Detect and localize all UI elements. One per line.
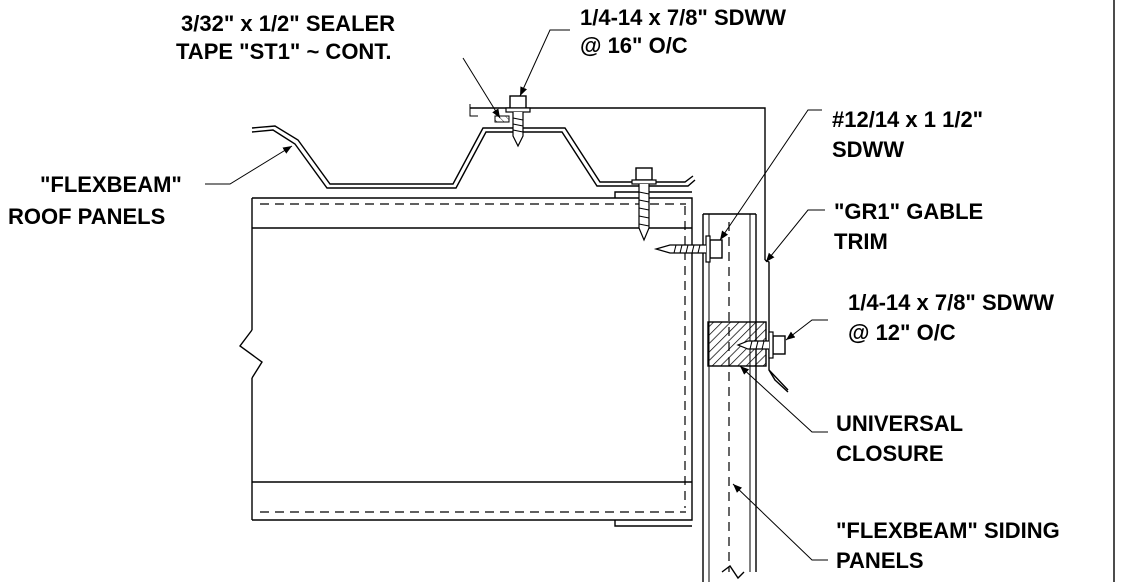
label-screw-side-line2: @ 12" O/C: [848, 320, 956, 345]
label-gable-trim: "GR1" GABLE TRIM: [834, 199, 983, 254]
label-screw-12-14: #12/14 x 1 1/2" SDWW: [832, 107, 983, 162]
label-screw-12-14-line1: #12/14 x 1 1/2": [832, 107, 983, 132]
label-closure-line2: CLOSURE: [836, 441, 944, 466]
roof-panel-profile: [251, 125, 696, 189]
label-sealer-tape-line1: 3/32" x 1/2" SEALER: [181, 11, 395, 36]
fastener-12-14-sdww: [653, 235, 723, 263]
label-roof-panels-line1: "FLEXBEAM": [40, 172, 182, 197]
fastener-roof-sdww: [631, 167, 657, 242]
fastener-side-sdww: [736, 331, 786, 359]
label-screw-top-line1: 1/4-14 x 7/8" SDWW: [580, 5, 786, 30]
label-screw-top-line2: @ 16" O/C: [580, 33, 688, 58]
leader-lines: [205, 29, 828, 561]
label-screw-side: 1/4-14 x 7/8" SDWW @ 12" O/C: [848, 290, 1054, 345]
label-roof-panels-line2: ROOF PANELS: [8, 204, 165, 229]
label-roof-panels: "FLEXBEAM" ROOF PANELS: [8, 172, 182, 229]
label-sealer-tape-line2: TAPE "ST1" ~ CONT.: [176, 39, 391, 64]
label-siding-panels-line2: PANELS: [836, 548, 924, 573]
label-screw-12-14-line2: SDWW: [832, 137, 904, 162]
label-siding-panels-line1: "FLEXBEAM" SIDING: [836, 518, 1060, 543]
label-siding-panels: "FLEXBEAM" SIDING PANELS: [836, 518, 1060, 573]
label-screw-top: 1/4-14 x 7/8" SDWW @ 16" O/C: [580, 5, 786, 58]
label-gable-trim-line1: "GR1" GABLE: [834, 199, 983, 224]
label-closure: UNIVERSAL CLOSURE: [836, 411, 963, 466]
fastener-top-sdww: [505, 95, 531, 148]
label-screw-side-line1: 1/4-14 x 7/8" SDWW: [848, 290, 1054, 315]
structural-beam: [239, 191, 693, 527]
label-sealer-tape: 3/32" x 1/2" SEALER TAPE "ST1" ~ CONT.: [176, 11, 395, 64]
siding-panel: [702, 213, 757, 582]
label-closure-line1: UNIVERSAL: [836, 411, 963, 436]
sealer-tape: [494, 115, 510, 123]
label-gable-trim-line2: TRIM: [834, 229, 888, 254]
